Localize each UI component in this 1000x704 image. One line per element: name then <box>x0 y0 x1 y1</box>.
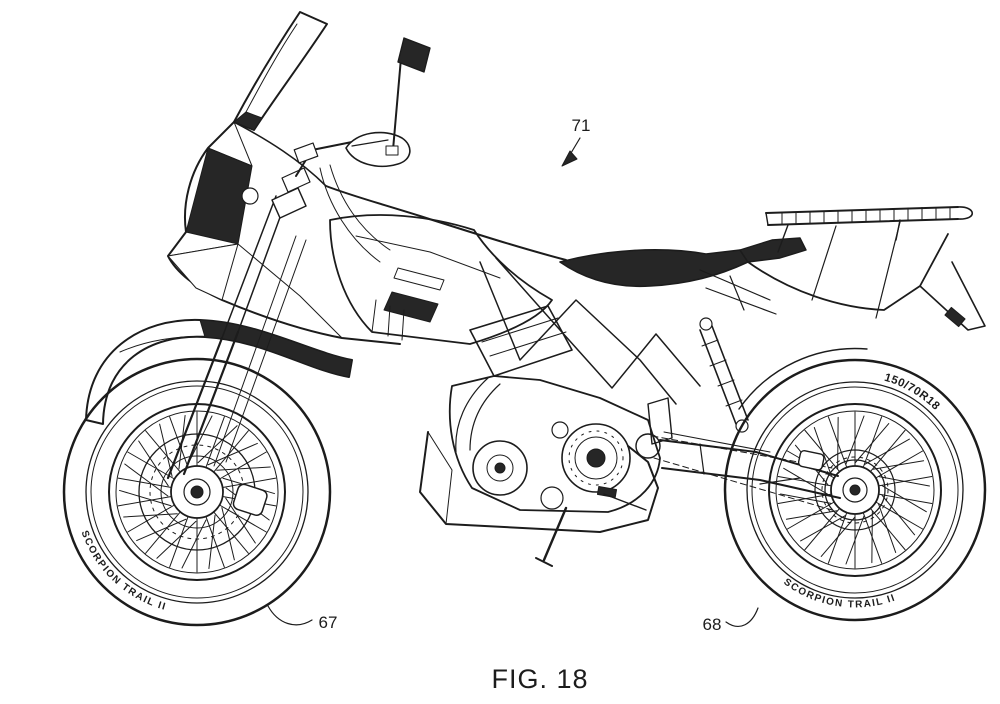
engine <box>448 305 661 567</box>
brake-pedal <box>603 493 647 511</box>
mirror-head <box>397 37 431 73</box>
leader-68 <box>725 607 759 627</box>
front-fork <box>166 141 391 480</box>
crankcase <box>448 375 661 513</box>
ref-label-71: 71 <box>572 116 591 135</box>
swingarm-pivot-plate <box>647 397 673 445</box>
rear-shock <box>699 317 749 433</box>
seat <box>559 237 807 288</box>
figure-caption: FIG. 18 <box>491 664 588 694</box>
pillion-seat <box>739 237 807 263</box>
subframe <box>699 269 777 315</box>
tail-section <box>747 221 986 331</box>
rear-mudguard <box>919 261 986 331</box>
leader-lines <box>267 137 759 627</box>
side-stand <box>542 506 568 562</box>
windscreen <box>233 11 328 131</box>
front-brake-caliper <box>232 483 268 517</box>
fuel-tank-shrouds <box>325 185 567 345</box>
rear-sprocket <box>824 459 886 521</box>
exhaust-header <box>455 377 489 453</box>
rear-wheel <box>723 347 987 622</box>
rear-tire-size: 150/70R18 <box>883 372 942 413</box>
chain-lower <box>653 457 833 511</box>
front-tire-brand: SCORPION TRAIL II <box>79 529 168 613</box>
front-tire-outline <box>62 357 332 627</box>
brake-lever <box>351 139 389 147</box>
rack-slats <box>781 206 951 225</box>
mirror <box>385 37 431 156</box>
rear-hub <box>830 465 880 515</box>
ref-label-68: 68 <box>703 615 722 634</box>
ref-label-67: 67 <box>319 613 338 632</box>
shroud-vent <box>383 291 439 323</box>
rear-brake-disc <box>814 449 896 531</box>
clutch-cover <box>561 423 631 493</box>
handlebar <box>311 141 353 151</box>
rear-tire-outline <box>723 358 987 622</box>
rear-rim <box>768 403 942 577</box>
rear-brake-caliper <box>797 449 825 471</box>
skid-plate <box>419 431 659 533</box>
cylinder-block <box>469 305 573 377</box>
radiator-louvres <box>371 299 405 341</box>
swingarm <box>651 431 841 511</box>
tail-light <box>944 306 966 328</box>
headlight-emblem <box>241 187 259 205</box>
front-wheel <box>62 357 332 627</box>
instrument-cluster <box>293 142 319 164</box>
fairing-beak <box>167 243 239 301</box>
handguard <box>345 131 411 168</box>
front-sprocket <box>635 433 661 459</box>
footpeg <box>596 485 618 499</box>
front-fender <box>85 318 353 425</box>
front-hub <box>170 465 224 519</box>
triple-clamp <box>271 187 307 219</box>
mirror-stalk <box>392 57 402 151</box>
front-fairing <box>167 121 401 345</box>
rear-hugger <box>738 347 868 410</box>
alternator-cover <box>472 440 528 496</box>
leader-71-arrowhead <box>561 150 578 167</box>
leader-67 <box>267 605 313 626</box>
chain-guard <box>663 431 771 453</box>
